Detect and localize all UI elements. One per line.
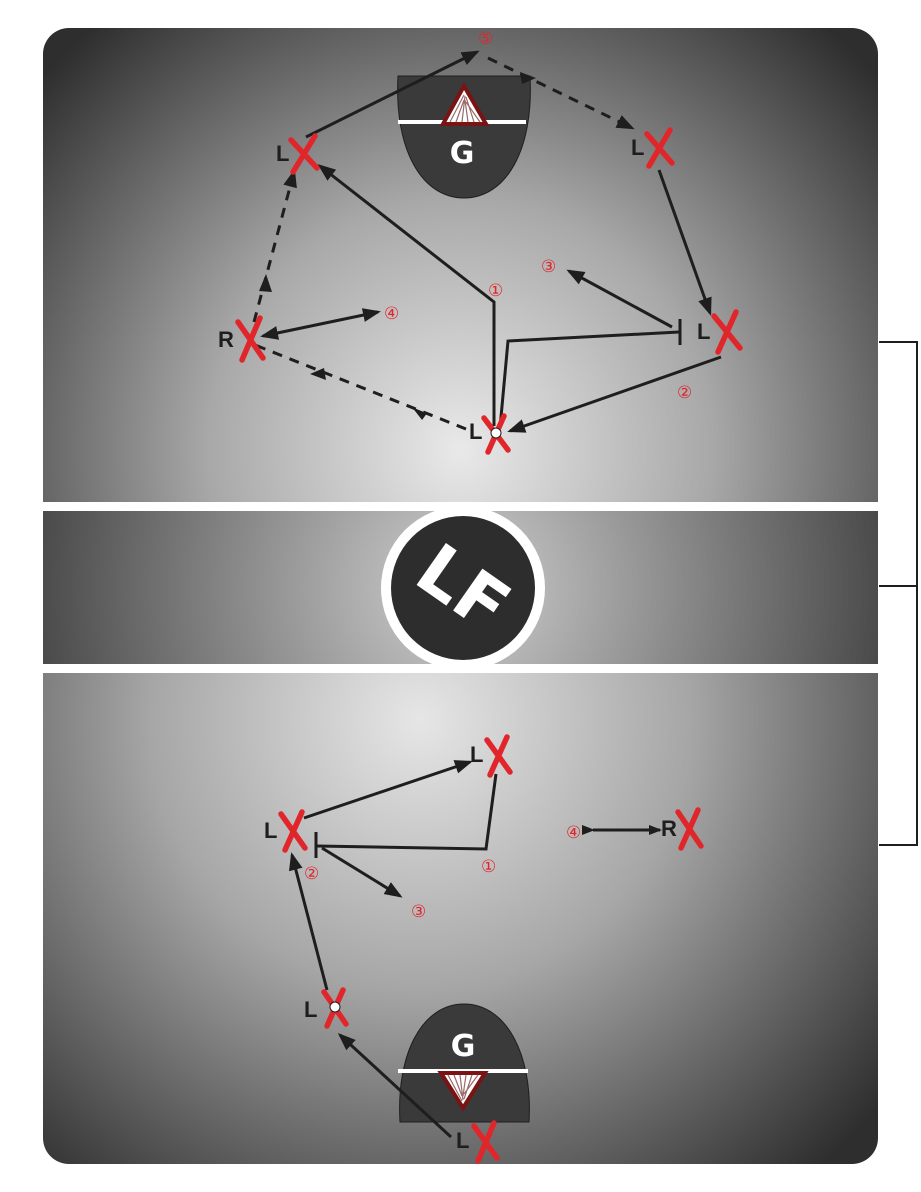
bottom-players: L L R L L: [264, 734, 704, 1164]
bottom-routes: [288, 760, 662, 1139]
player-marker: L: [697, 309, 743, 355]
ball: [329, 1001, 341, 1013]
route-solid: [303, 760, 473, 820]
top-step-numbers: ① ② ③ ④ ⑤: [384, 29, 692, 403]
goal-label: G: [451, 1029, 476, 1064]
goal-crease: [399, 1003, 530, 1123]
goal-crease: [397, 75, 531, 199]
route-solid: [507, 355, 722, 433]
step-number: ②: [677, 383, 692, 403]
route-pick: [316, 773, 498, 851]
step-number: ②: [304, 864, 319, 884]
player-label: L: [697, 319, 710, 344]
bottom-step-numbers: ① ② ③ ④: [304, 823, 581, 922]
player-marker: L: [264, 809, 308, 853]
dash-arrowhead: [310, 368, 326, 380]
step-number: ④: [566, 823, 581, 843]
route-solid: [305, 50, 480, 139]
player-label: L: [631, 135, 644, 160]
bracket-lower: [879, 585, 918, 846]
route-dashed: [487, 56, 635, 130]
step-number: ①: [488, 281, 503, 301]
player-label: L: [469, 419, 482, 444]
route-solid: [566, 269, 673, 329]
route-solid: [321, 846, 403, 898]
player-marker: L: [470, 734, 513, 778]
player-marker: L: [631, 127, 675, 169]
route-pick: [498, 330, 680, 429]
step-number: ⑤: [478, 29, 493, 49]
player-label: L: [264, 818, 277, 843]
player-marker: R: [661, 807, 704, 851]
goal-label: G: [450, 136, 475, 171]
route-solid: [657, 169, 712, 316]
route-solid: [337, 1032, 453, 1139]
player-label: L: [304, 997, 317, 1022]
route-dashed: [254, 343, 467, 431]
step-number: ①: [481, 857, 496, 877]
player-marker: L: [456, 1120, 500, 1164]
player-label: R: [218, 327, 234, 352]
player-marker-ball-carrier: L: [304, 987, 349, 1029]
dash-arrowhead: [520, 72, 536, 84]
step-number: ③: [411, 902, 426, 922]
route-pick: [317, 164, 496, 426]
ball: [490, 427, 502, 439]
route-solid: [288, 852, 329, 991]
route-double: [260, 308, 381, 340]
dash-arrowhead: [412, 407, 427, 420]
step-number: ④: [384, 304, 399, 324]
player-label: R: [661, 816, 677, 841]
top-routes: [252, 50, 722, 433]
player-marker: L: [276, 133, 320, 175]
step-number: ③: [541, 257, 556, 277]
player-marker: R: [218, 315, 266, 363]
player-label: L: [470, 742, 483, 767]
player-marker-ball-carrier: L: [469, 413, 511, 455]
center-logo: LF: [381, 506, 545, 670]
dash-arrowhead: [259, 274, 272, 292]
top-goal: G: [397, 75, 531, 199]
route-dashed: [252, 169, 297, 323]
player-label: L: [456, 1128, 469, 1153]
bottom-goal: G: [398, 1003, 530, 1123]
goal-net: [437, 1071, 489, 1112]
goal-net: [439, 81, 490, 126]
logo-disc: [391, 516, 535, 660]
top-players: L L L L R: [218, 127, 743, 455]
player-label: L: [276, 141, 289, 166]
bracket-upper: [879, 341, 918, 587]
